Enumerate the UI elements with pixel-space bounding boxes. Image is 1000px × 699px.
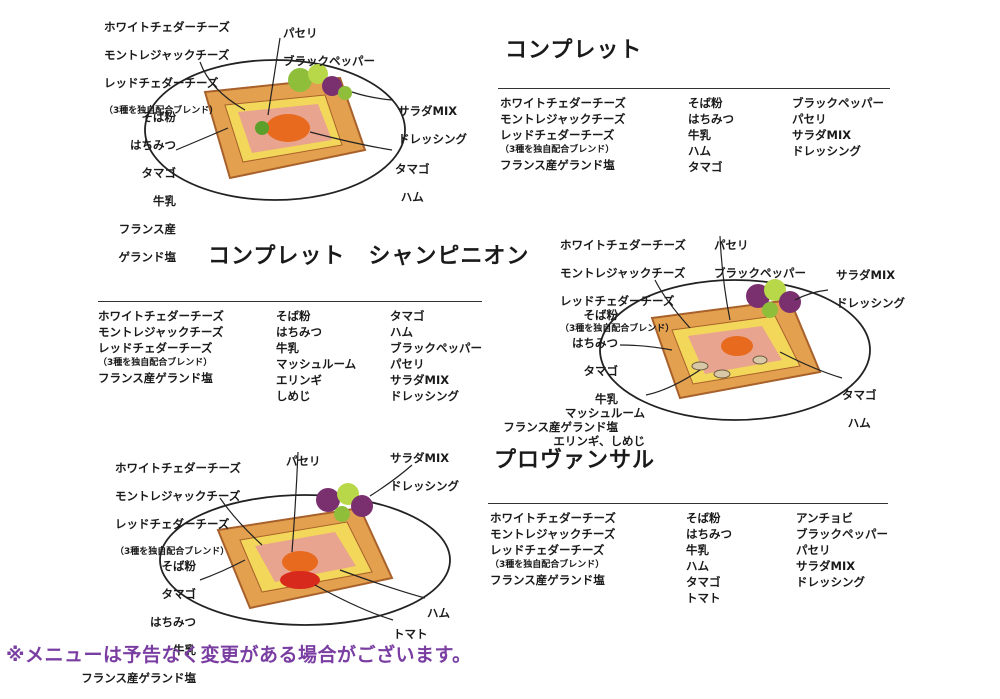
callout-egg-1: タマゴ ハム — [395, 162, 430, 204]
ingredients-col-2: そば粉 はちみつ 牛乳 マッシュルーム エリンギ しめじ — [276, 309, 357, 403]
ingredients-col-1: ホワイトチェダーチーズ モントレジャックチーズ レッドチェダーチーズ （3種を独… — [98, 309, 224, 385]
callout-ham-3: ハム — [427, 606, 450, 620]
callout-cheese-2: ホワイトチェダーチーズ モントレジャックチーズ レッドチェダーチーズ （3種を独… — [560, 238, 686, 334]
ingredients-col-1: ホワイトチェダーチーズ モントレジャックチーズ レッドチェダーチーズ （3種を独… — [500, 96, 626, 172]
callout-base-3: そば粉 タマゴ はちみつ 牛乳 フランス産ゲランド塩 — [81, 559, 196, 685]
divider — [488, 503, 888, 504]
callout-salad-2: サラダMIX ドレッシング — [836, 268, 905, 310]
illustrations — [144, 37, 871, 626]
callout-parsley-1: パセリ ブラックペッパー — [283, 26, 375, 68]
callout-parsley-2: パセリ ブラックペッパー — [714, 238, 806, 280]
ingredients-col-2: そば粉 はちみつ 牛乳 ハム タマゴ — [688, 96, 734, 174]
ingredients-col-3: タマゴ ハム ブラックペッパー パセリ サラダMIX ドレッシング — [390, 309, 482, 403]
callout-salad-3: サラダMIX ドレッシング — [390, 451, 459, 493]
divider — [98, 301, 482, 302]
callout-tomato-3: トマト — [393, 627, 428, 641]
menu-change-notice: ※メニューは予告なく変更がある場合がございます。 — [6, 644, 472, 666]
ingredients-col-3: ブラックペッパー パセリ サラダMIX ドレッシング — [792, 96, 884, 158]
callout-cheese-1: ホワイトチェダーチーズ モントレジャックチーズ レッドチェダーチーズ （3種を独… — [104, 20, 230, 116]
crepe-provencal-illustration — [159, 483, 451, 626]
callout-salad-1: サラダMIX ドレッシング — [398, 104, 467, 146]
callout-mushroom-2: マッシュルーム エリンギ、しめじ — [553, 406, 645, 448]
crepe-champignon-illustration — [599, 279, 871, 421]
crepe-complet-illustration — [144, 59, 406, 201]
menu-title-complet: コンプレット — [505, 38, 643, 63]
callout-cheese-3: ホワイトチェダーチーズ モントレジャックチーズ レッドチェダーチーズ （3種を独… — [115, 461, 241, 557]
divider — [498, 88, 890, 89]
menu-title-provencal: プロヴァンサル — [494, 448, 656, 473]
leader-lines — [175, 37, 843, 621]
callout-egg-2: タマゴ ハム — [842, 388, 877, 430]
ingredients-col-1: ホワイトチェダーチーズ モントレジャックチーズ レッドチェダーチーズ （3種を独… — [490, 511, 616, 587]
menu-title-champignon: コンプレット シャンピニオン — [208, 244, 530, 269]
ingredients-col-2: そば粉 はちみつ 牛乳 ハム タマゴ トマト — [686, 511, 732, 605]
callout-base-2: そば粉 はちみつ タマゴ 牛乳 フランス産ゲランド塩 — [503, 308, 618, 434]
callout-parsley-3: パセリ — [286, 454, 321, 468]
ingredients-col-3: アンチョビ ブラックペッパー パセリ サラダMIX ドレッシング — [796, 511, 888, 589]
callout-base-1: そば粉 はちみつ タマゴ 牛乳 フランス産 ゲランド塩 — [118, 110, 177, 264]
